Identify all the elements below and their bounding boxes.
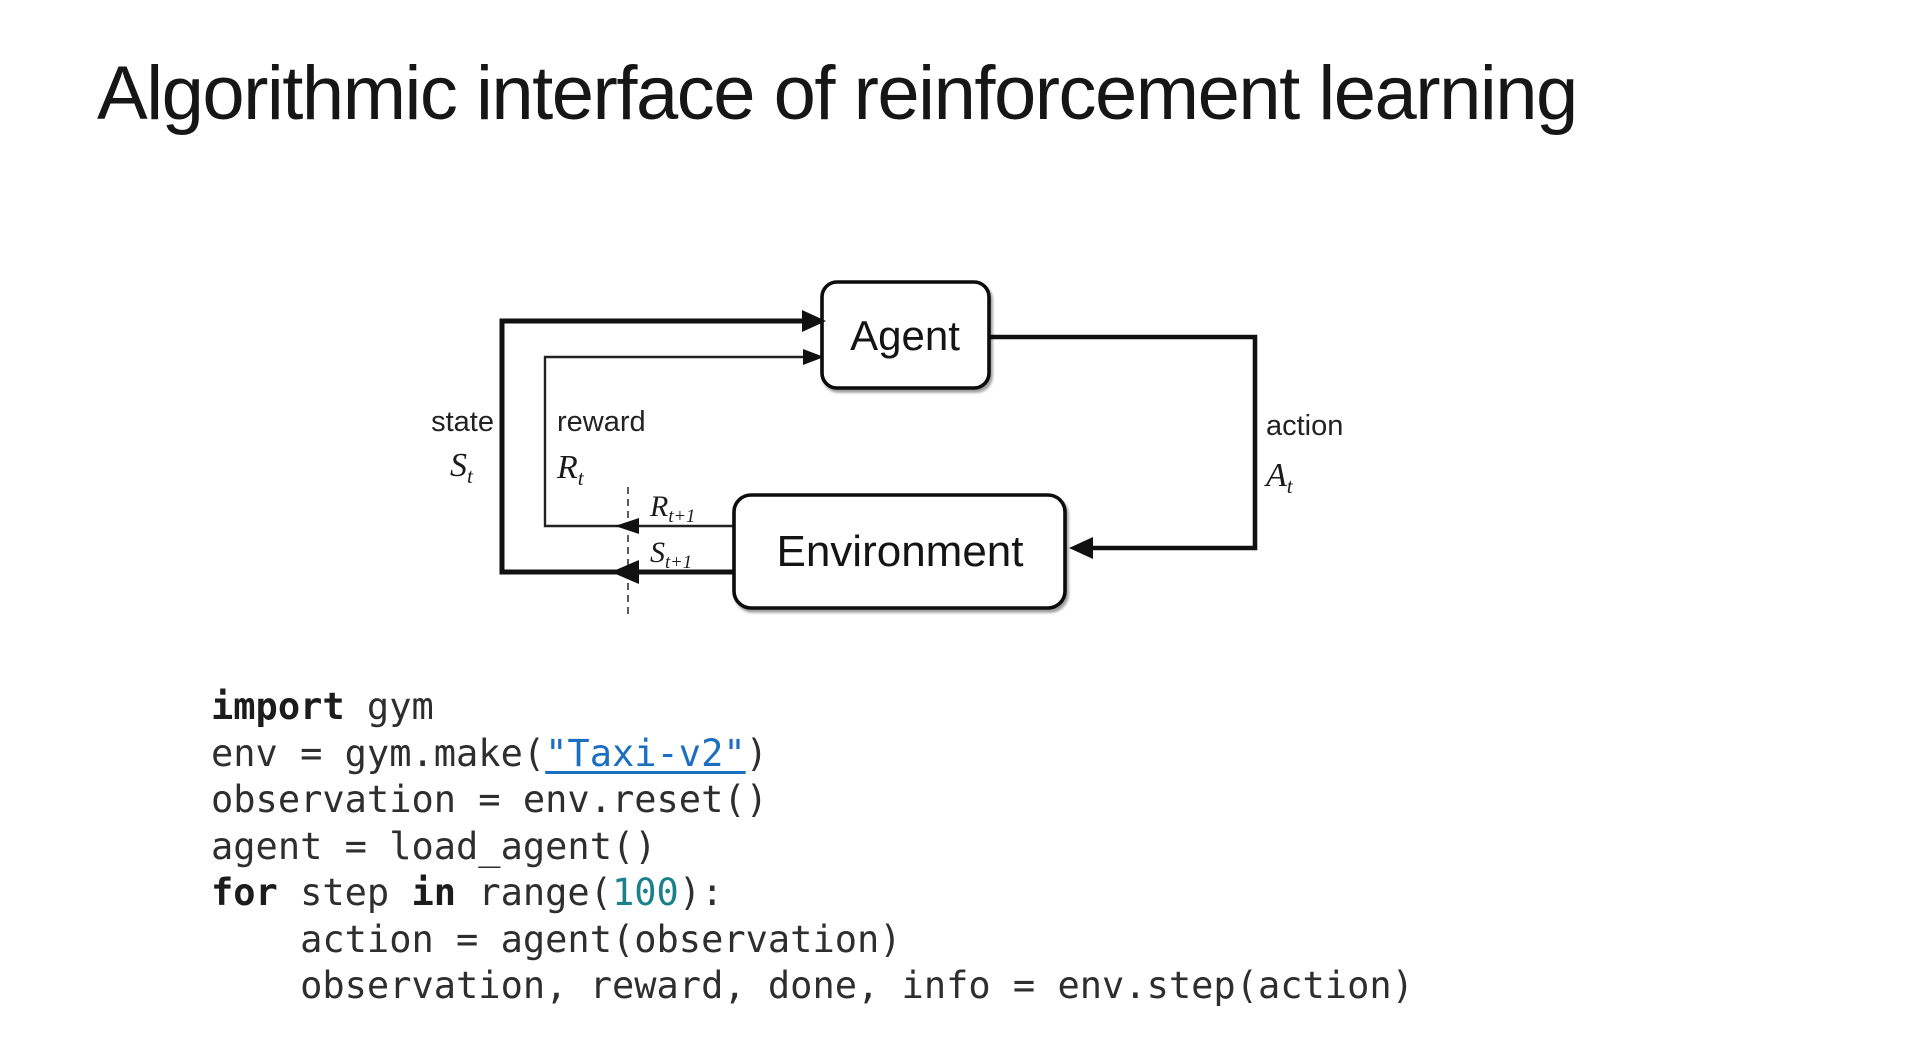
arrowhead-state-into-agent [802, 310, 826, 332]
environment-box [732, 493, 1067, 610]
arrowhead-next-reward [615, 518, 639, 534]
action-symbol: At [1264, 457, 1294, 498]
code-line: observation, reward, done, info = env.st… [211, 963, 1414, 1010]
code-line: agent = load_agent() [211, 824, 1414, 871]
code-link-taxi-v2[interactable]: "Taxi-v2" [545, 731, 746, 775]
code-token: in [411, 871, 457, 914]
code-token: env = gym.make( [211, 731, 546, 775]
code-line: observation = env.reset() [211, 777, 1414, 824]
action-label: action [1266, 410, 1343, 442]
code-token: gym [344, 685, 434, 728]
slide-title: Algorithmic interface of reinforcement l… [97, 51, 1578, 136]
code-token: step [277, 871, 412, 914]
reward-label: reward [557, 406, 646, 438]
state-label: state [431, 406, 494, 438]
code-token: range( [456, 871, 612, 914]
code-token: ) [745, 731, 768, 775]
next-reward-symbol: Rt+1 [649, 490, 695, 527]
arrowhead-next-state [611, 560, 639, 584]
reward-flow-line [543, 355, 803, 528]
code-line: env = gym.make("Taxi-v2") [211, 731, 1414, 778]
code-token: agent = load_agent() [211, 824, 657, 868]
code-token: 100 [611, 871, 679, 914]
code-token: for [211, 871, 278, 914]
code-token: observation = env.reset() [211, 778, 768, 821]
arrowhead-reward-into-agent [803, 349, 824, 365]
state-symbol: St [450, 447, 474, 488]
next-state-symbol: St+1 [650, 536, 692, 573]
agent-label: Agent [850, 312, 960, 359]
code-line: import gym [211, 684, 1414, 731]
code-token: import [211, 685, 345, 728]
action-flow-line [989, 334, 1258, 551]
reward-symbol: Rt [556, 449, 585, 490]
code-line: for step in range(100): [211, 870, 1414, 917]
code-token: action = agent(observation) [211, 917, 902, 961]
environment-label: Environment [776, 527, 1023, 576]
arrowhead-action-into-environment [1069, 537, 1093, 559]
code-line: action = agent(observation) [211, 917, 1414, 964]
agent-box [820, 280, 991, 390]
code-token: ): [678, 871, 724, 914]
code-token: observation, reward, done, info = env.st… [211, 964, 1414, 1007]
